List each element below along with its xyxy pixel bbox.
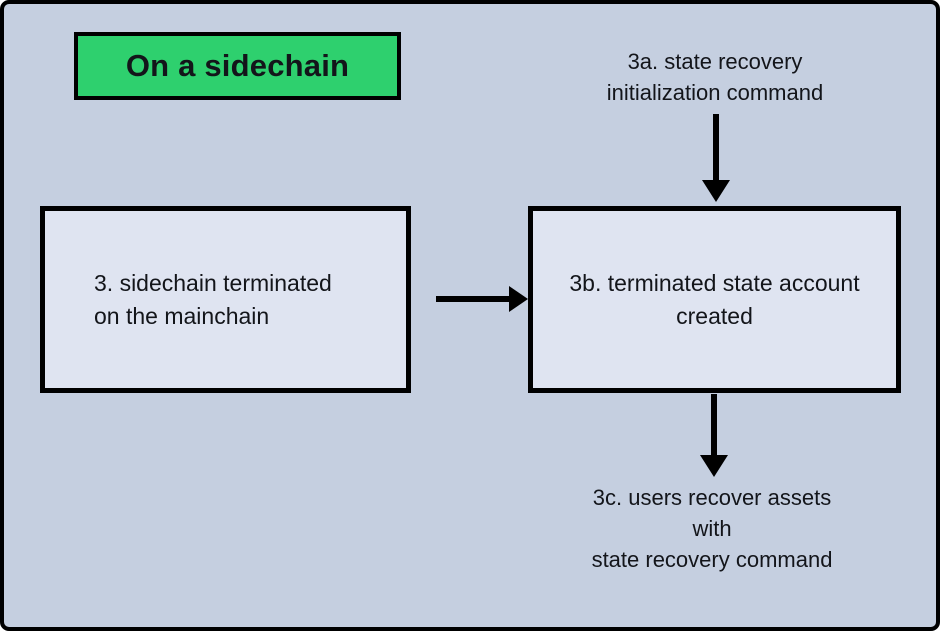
arrow-down-3b-shaft <box>711 394 717 455</box>
label-line: 3c. users recover assets <box>592 485 832 510</box>
arrow-down-3b-head <box>700 455 728 477</box>
label-3a: 3a. state recovery initialization comman… <box>564 46 866 108</box>
node-line: 3. sidechain terminated <box>94 269 332 296</box>
node-step-3: 3. sidechain terminated on the mainchain <box>40 206 411 393</box>
node-line: on the mainchain <box>94 302 270 329</box>
arrow-right-3-to-3b-head <box>509 286 528 312</box>
title-box: On a sidechain <box>74 32 401 100</box>
node-line: 3b. terminated state account <box>569 269 860 296</box>
label-line: with <box>692 516 732 541</box>
label-line: 3a. state recovery <box>627 49 803 74</box>
arrow-down-3a-shaft <box>713 114 719 180</box>
label-3c: 3c. users recover assets with state reco… <box>541 482 883 575</box>
title-box-label: On a sidechain <box>125 48 350 83</box>
label-line: initialization command <box>606 80 824 105</box>
node-step-3b: 3b. terminated state account created <box>528 206 901 393</box>
arrow-down-3a-head <box>702 180 730 202</box>
label-line: state recovery command <box>591 547 833 572</box>
arrow-right-3-to-3b-shaft <box>436 296 510 302</box>
node-line: created <box>676 302 753 329</box>
